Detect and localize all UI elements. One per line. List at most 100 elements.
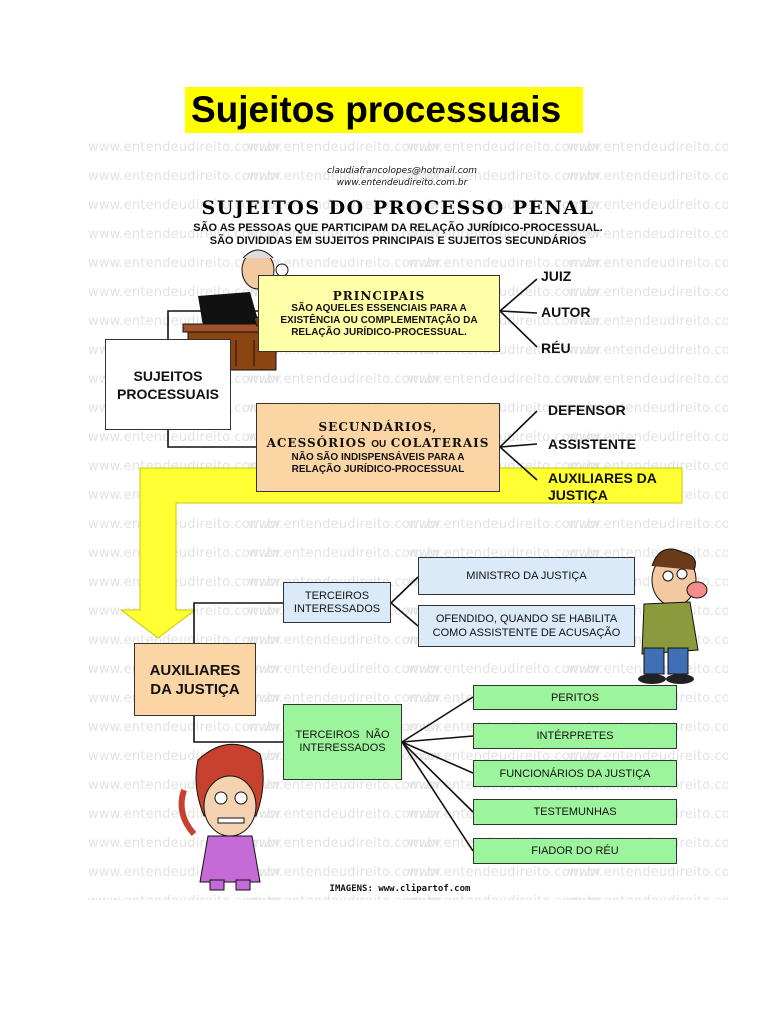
watermark-text: www.entendeudireito.com.br — [248, 836, 442, 851]
secundarios-title-acessorios: ACESSÓRIOS — [266, 435, 367, 450]
watermark-text: www.entendeudireito.com.br — [568, 227, 728, 242]
watermark-text: www.entendeudireito.com.br — [88, 256, 282, 271]
nao-interessados-node: TERCEIROS NÃO INTERESSADOS — [283, 704, 402, 780]
nao-interessado-testemunhas: TESTEMUNHAS — [473, 799, 677, 825]
watermark-text: www.entendeudireito.com.br — [248, 256, 442, 271]
watermark-text: www.entendeudireito.com.br — [568, 401, 728, 416]
watermark-text: www.entendeudireito.com.br — [408, 169, 602, 184]
watermark-text: www.entendeudireito.com.br — [248, 227, 442, 242]
watermark-text: www.entendeudireito.com.br — [568, 256, 728, 271]
secundarios-desc-line1: NÃO SÃO INDISPENSÁVEIS PARA A — [291, 451, 465, 463]
watermark-text: www.entendeudireito.com.br — [88, 169, 282, 184]
watermark-text: www.entendeudireito.com.br — [248, 198, 442, 213]
interessado-ministro: MINISTRO DA JUSTIÇA — [418, 557, 635, 595]
footer-credit: IMAGENS: www.clipartof.com — [329, 884, 471, 894]
watermark-text: www.entendeudireito.com.br — [248, 778, 442, 793]
page-title-text: Sujeitos processuais — [191, 89, 562, 130]
secundario-item-auxiliares-line2: JUSTIÇA — [548, 487, 608, 503]
watermark-text: www.entendeudireito.com.br — [88, 546, 282, 561]
interessado-ofendido-line1: OFENDIDO, QUANDO SE HABILITA — [435, 613, 618, 625]
auxiliares-label-line2: DA JUSTIÇA — [150, 680, 240, 698]
watermark-text: www.entendeudireito.com.br — [88, 227, 282, 242]
watermark-text: www.entendeudireito.com.br — [248, 894, 441, 900]
watermark-text: www.entendeudireito.com.br — [568, 314, 728, 329]
credits-site: www.entendeudireito.com.br — [336, 178, 468, 188]
watermark-text: www.entendeudireito.com.br — [408, 517, 602, 532]
nao-interessado-peritos: PERITOS — [473, 685, 677, 710]
secundarios-node: SECUNDÁRIOS, ACESSÓRIOS OU COLATERAIS NÃ… — [256, 403, 500, 492]
watermark-text: www.entendeudireito.com.br — [248, 691, 442, 706]
peritos-label: PERITOS — [550, 691, 600, 704]
nao-interessado-funcionarios: FUNCIONÁRIOS DA JUSTIÇA — [473, 760, 677, 787]
watermark-text: www.entendeudireito.com.br — [568, 372, 728, 387]
principal-item-autor: AUTOR — [541, 304, 591, 320]
principais-desc-line3: RELAÇÃO JURÍDICO-PROCESSUAL. — [291, 326, 467, 338]
testemunhas-label: TESTEMUNHAS — [533, 806, 617, 818]
interessado-ministro-label: MINISTRO DA JUSTIÇA — [466, 570, 587, 582]
credits-email: claudiafrancolopes@hotmail.com — [327, 166, 477, 176]
watermark-text: www.entendeudireito.com.br — [248, 662, 442, 677]
watermark-text: www.entendeudireito.com.br — [568, 894, 728, 900]
watermark-text: www.entendeudireito.com.br — [568, 198, 728, 213]
secundario-item-defensor: DEFENSOR — [548, 402, 626, 418]
watermark-text: www.entendeudireito.com.br — [408, 894, 601, 900]
secundario-item-assistente: ASSISTENTE — [548, 436, 636, 452]
watermark-text: www.entendeudireito.com.br — [408, 227, 602, 242]
header-line2: SÃO DIVIDIDAS EM SUJEITOS PRINCIPAIS E S… — [209, 235, 587, 247]
principal-item-juiz: JUIZ — [541, 268, 572, 284]
funcionarios-label: FUNCIONÁRIOS DA JUSTIÇA — [499, 767, 651, 780]
nao-interessados-label-line2: INTERESSADOS — [299, 742, 386, 754]
watermark-text: www.entendeudireito.com.br — [408, 865, 602, 880]
principal-item-reu: RÉU — [541, 340, 571, 356]
watermark-text: www.entendeudireito.com.br — [408, 662, 602, 677]
watermark-text: www.entendeudireito.com.br — [248, 807, 442, 822]
girl-icon — [178, 743, 264, 891]
watermark-text: www.entendeudireito.com.br — [568, 285, 728, 300]
secundarios-desc-line2: RELAÇÃO JURÍDICO-PROCESSUAL — [291, 463, 465, 475]
interessado-ofendido-line2: COMO ASSISTENTE DE ACUSAÇÃO — [432, 627, 621, 639]
watermark-text: www.entendeudireito.com.br — [568, 517, 728, 532]
watermark-text: www.entendeudireito.com.br — [568, 169, 728, 184]
watermark-text: www.entendeudireito.com.br — [568, 343, 728, 358]
watermark-text: www.entendeudireito.com.br — [88, 720, 282, 735]
watermark-text: www.entendeudireito.com.br — [88, 517, 282, 532]
root-label-line2: PROCESSUAIS — [117, 385, 219, 402]
page-title: Sujeitos processuais — [185, 87, 583, 133]
watermark-text: www.entendeudireito.com.br — [248, 140, 442, 155]
fiador-label: FIADOR DO RÉU — [531, 845, 619, 857]
watermark-text: www.entendeudireito.com.br — [568, 865, 728, 880]
principais-title: PRINCIPAIS — [332, 288, 426, 303]
root-label-line1: SUJEITOS — [133, 367, 203, 384]
nao-interessado-fiador: FIADOR DO RÉU — [473, 838, 677, 864]
watermark-text: www.entendeudireito.com.br — [248, 372, 442, 387]
secundarios-title-colaterais: COLATERAIS — [390, 435, 490, 450]
watermark-text: www.entendeudireito.com.br — [248, 633, 442, 648]
secundario-item-auxiliares-line1: AUXILIARES DA — [548, 470, 657, 486]
root-node: SUJEITOS PROCESSUAIS — [105, 339, 231, 430]
watermark-text: www.entendeudireito.com.br — [248, 546, 442, 561]
watermark-text: www.entendeudireito.com.br — [408, 140, 602, 155]
principais-desc-line2: EXISTÊNCIA OU COMPLEMENTAÇÃO DA — [280, 314, 478, 326]
interessados-label-line2: INTERESSADOS — [293, 602, 381, 615]
watermark-text: www.entendeudireito.com.br — [408, 256, 602, 271]
diagram-title: SUJEITOS DO PROCESSO PENAL — [201, 197, 595, 219]
nao-interessados-label-line1: TERCEIROS NÃO — [295, 729, 390, 741]
watermark-text: www.entendeudireito.com.br — [88, 894, 281, 900]
interessado-ofendido: OFENDIDO, QUANDO SE HABILITA COMO ASSIST… — [418, 605, 635, 647]
watermark-text: www.entendeudireito.com.br — [408, 372, 602, 387]
principais-desc-line1: SÃO AQUELES ESSENCIAIS PARA A — [291, 302, 467, 314]
watermark-text: www.entendeudireito.com.br — [88, 430, 282, 445]
principais-node: PRINCIPAIS SÃO AQUELES ESSENCIAIS PARA A… — [258, 275, 500, 352]
auxiliares-label-line1: AUXILIARES — [149, 661, 241, 679]
secundarios-title-ou: OU — [371, 438, 387, 450]
secundarios-title-line1: SECUNDÁRIOS, — [318, 419, 438, 434]
interessados-label-line1: TERCEIROS — [304, 589, 370, 602]
watermark-text: www.entendeudireito.com.br — [248, 517, 442, 532]
watermark-text: www.entendeudireito.com.br — [88, 575, 282, 590]
interpretes-label: INTÉRPRETES — [536, 730, 614, 742]
watermark-text: www.entendeudireito.com.br — [88, 140, 282, 155]
watermark-text: www.entendeudireito.com.br — [568, 140, 728, 155]
watermark-text: www.entendeudireito.com.br — [568, 430, 728, 445]
confused-man-icon — [638, 548, 708, 684]
